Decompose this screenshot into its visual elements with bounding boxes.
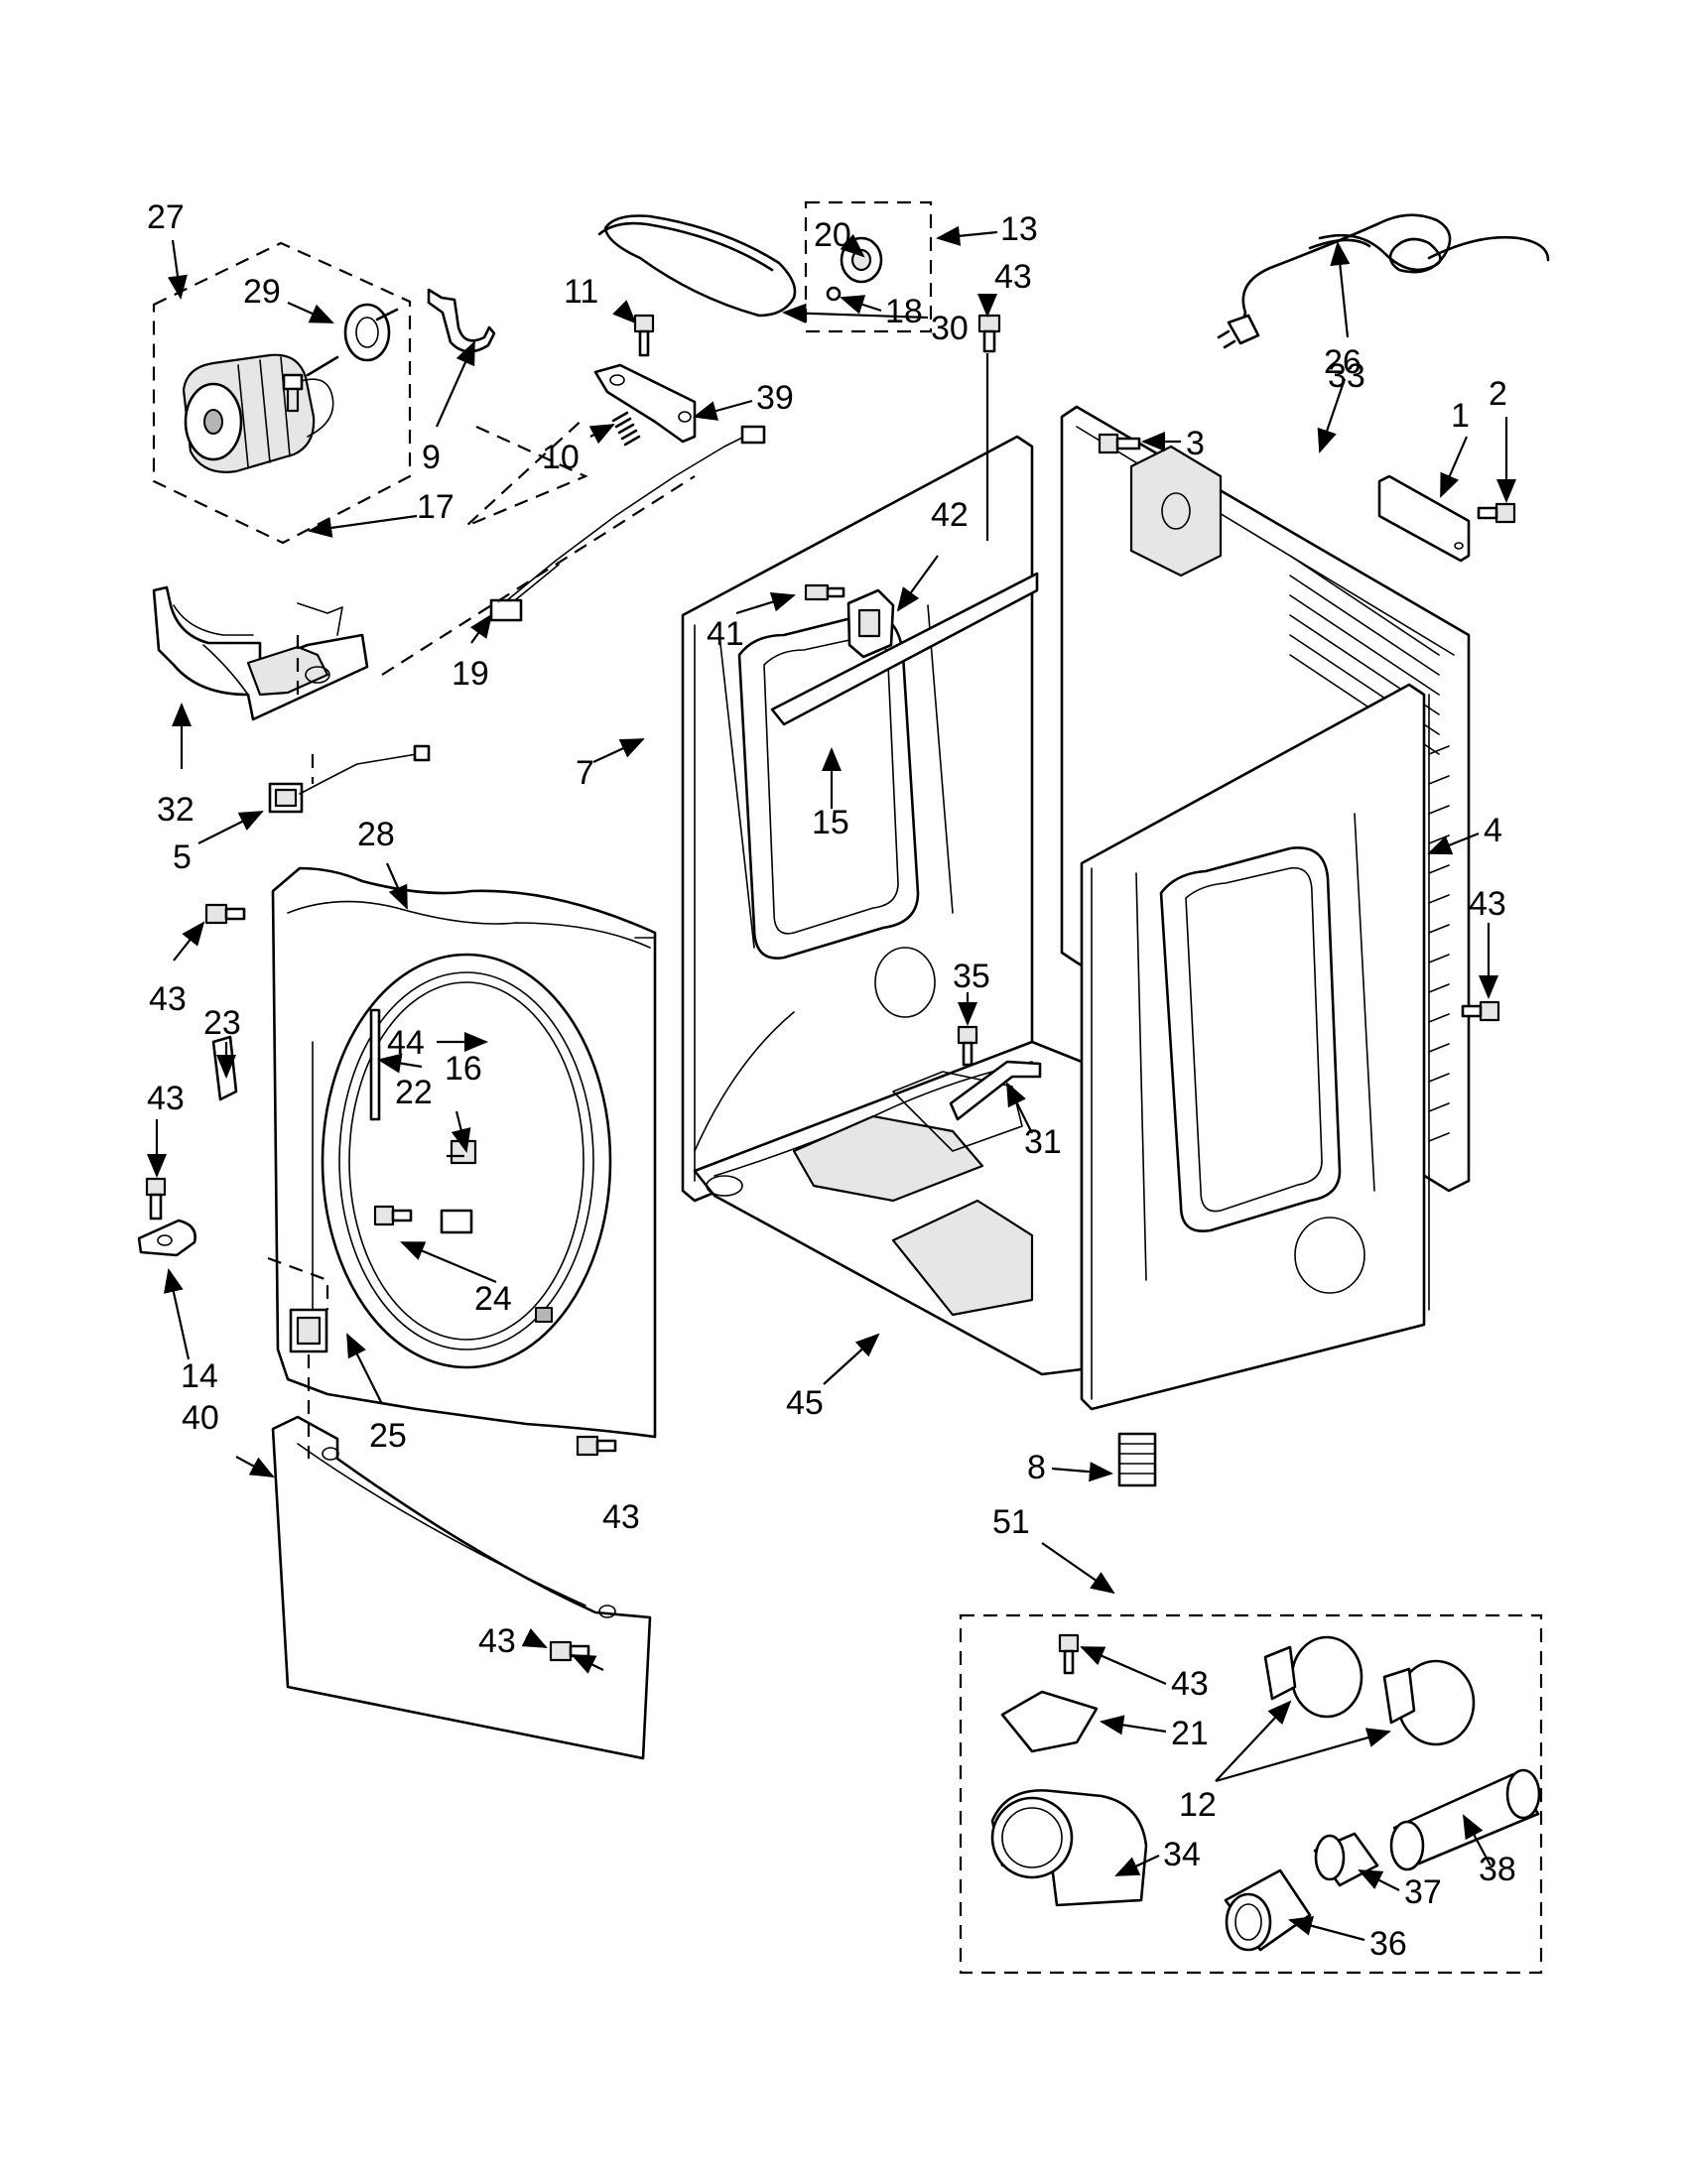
part-label: 14 — [181, 1357, 218, 1395]
right-side-panel-4 — [1080, 683, 1450, 1411]
vent-kit-51 — [959, 1613, 1543, 1975]
part-label: 34 — [1163, 1836, 1201, 1873]
part-label: 7 — [576, 754, 594, 792]
part-label: 44 — [387, 1024, 425, 1062]
part-label: 25 — [369, 1417, 407, 1455]
idler-bracket-39 — [593, 363, 697, 444]
part-label: 4 — [1484, 812, 1502, 849]
part-label: 45 — [786, 1384, 824, 1422]
part-label: 18 — [885, 293, 923, 330]
part-label: 35 — [953, 958, 990, 995]
idler-spring-10 — [611, 411, 641, 447]
part-label: 19 — [452, 655, 489, 693]
part-label: 15 — [812, 804, 849, 841]
screw-3 — [1098, 433, 1141, 454]
part-label: 33 — [1328, 357, 1365, 395]
motor-mount-base — [152, 585, 369, 721]
part-label: 23 — [203, 1004, 241, 1042]
base-bracket-31 — [949, 1060, 1042, 1121]
part-label: 28 — [357, 816, 395, 853]
part-label: 41 — [707, 615, 744, 653]
bracket-23 — [211, 1035, 238, 1101]
wire-harness-19 — [381, 416, 766, 676]
part-label: 17 — [417, 488, 454, 526]
part-label: 43 — [602, 1498, 640, 1536]
part-label: 38 — [1479, 1851, 1516, 1888]
part-label: 31 — [1024, 1123, 1062, 1161]
part-label: 21 — [1171, 1715, 1209, 1752]
screw-17 — [282, 373, 304, 413]
part-label: 51 — [992, 1503, 1030, 1541]
strap-14 — [137, 1177, 196, 1257]
front-panel-28 — [271, 866, 657, 1439]
kick-panel-clip-25 — [267, 1256, 329, 1459]
screw-2 — [1477, 502, 1516, 524]
part-label: 30 — [931, 310, 969, 347]
part-label: 43 — [478, 1622, 516, 1660]
part-label: 9 — [422, 439, 441, 476]
part-label: 16 — [445, 1050, 482, 1088]
screw-43-bottom — [576, 1435, 617, 1457]
part-label: 39 — [756, 379, 794, 417]
part-label: 29 — [243, 273, 281, 311]
motor-assembly — [152, 241, 496, 545]
part-label: 26 — [1324, 343, 1362, 381]
leveling-leg-8 — [1117, 1432, 1157, 1487]
cabinet-base-45 — [693, 1040, 1084, 1376]
screw-43-top — [977, 314, 1001, 353]
part-label: 12 — [1179, 1786, 1217, 1824]
part-label: 24 — [474, 1280, 512, 1318]
part-label: 3 — [1186, 425, 1205, 462]
part-label: 11 — [564, 273, 598, 311]
part-label: 37 — [1404, 1873, 1442, 1911]
part-label: 22 — [395, 1074, 433, 1111]
terminal-cover-1 — [1377, 474, 1471, 563]
part-label: 43 — [147, 1080, 185, 1117]
part-label: 43 — [994, 258, 1032, 296]
screw-43-left — [204, 903, 246, 925]
part-label: 36 — [1369, 1925, 1407, 1963]
part-number-labels: 27 29 9 17 32 5 28 43 23 43 14 40 25 43 … — [147, 198, 1516, 1963]
part-label: 20 — [814, 216, 851, 254]
screw-43-right — [1461, 1000, 1500, 1022]
part-label: 5 — [173, 838, 192, 876]
moisture-sensor-42 — [846, 588, 895, 659]
idler-screw-11 — [633, 314, 655, 357]
drive-belt-30 — [597, 214, 797, 318]
toe-kick-panel-40 — [271, 1415, 652, 1760]
part-label: 32 — [157, 791, 195, 829]
part-label: 27 — [147, 198, 185, 236]
part-label: 40 — [182, 1399, 219, 1437]
screw-35 — [957, 1025, 978, 1067]
part-label: 2 — [1489, 375, 1507, 413]
part-label: 10 — [542, 439, 580, 476]
part-label: 8 — [1027, 1449, 1046, 1486]
screw-24 — [373, 1205, 413, 1226]
screw-43-kick — [549, 1640, 590, 1662]
part-label: 1 — [1451, 397, 1470, 435]
part-label: 42 — [931, 496, 969, 534]
motor-switch-5 — [268, 744, 431, 814]
power-cord-33 — [1217, 213, 1550, 349]
part-label: 43 — [1171, 1665, 1209, 1703]
sensor-bracket-15 — [770, 572, 1039, 726]
part-label: 43 — [1469, 885, 1506, 923]
part-label: 13 — [1000, 210, 1038, 248]
part-label: 43 — [149, 980, 187, 1018]
leader-lines — [146, 225, 1517, 1942]
